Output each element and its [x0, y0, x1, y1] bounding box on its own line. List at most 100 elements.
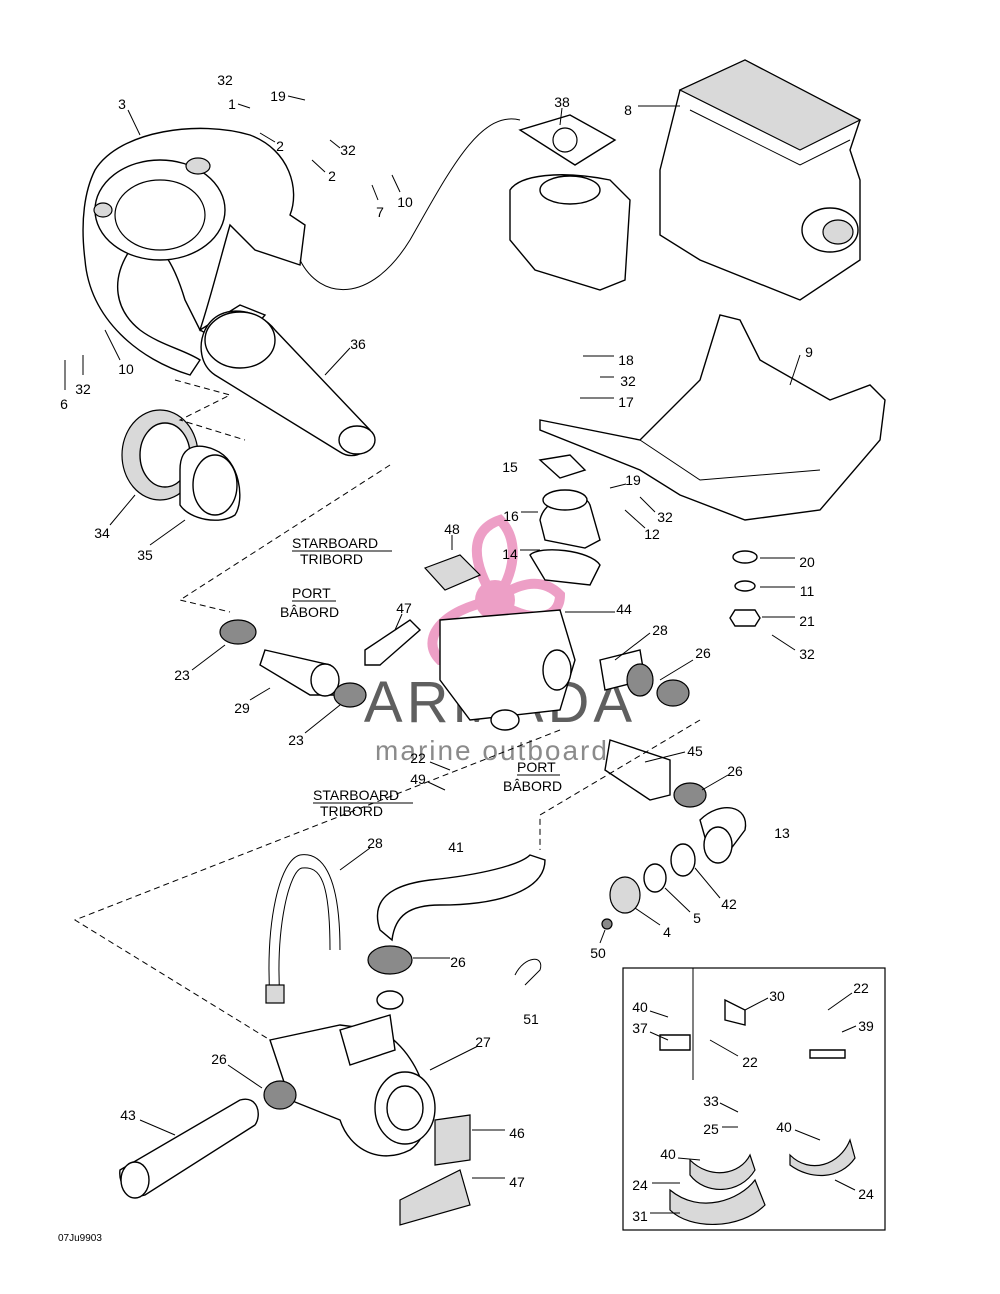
callout-7: 7 — [376, 204, 384, 220]
callout-28: 28 — [652, 622, 668, 638]
callout-18: 18 — [618, 352, 634, 368]
part-44-muffler — [439, 609, 576, 731]
callout-2: 2 — [328, 168, 336, 184]
callout-32: 32 — [340, 142, 356, 158]
label-tribord-1: TRIBORD — [300, 551, 363, 567]
callout-leader-50 — [599, 929, 606, 944]
callout-41: 41 — [448, 839, 464, 855]
callout-leader-37 — [649, 1031, 669, 1041]
part-36-exhaust-cone — [200, 310, 376, 457]
callout-leader-28 — [614, 632, 651, 661]
callout-leader-1 — [237, 103, 251, 109]
callout-leader-28 — [339, 847, 371, 871]
part-26-clamp-d — [367, 945, 413, 975]
callout-14: 14 — [502, 546, 518, 562]
callout-38: 38 — [554, 94, 570, 110]
watermark-tagline: marine outboards — [375, 735, 625, 766]
part-23-clamp-lower — [333, 682, 367, 708]
cylinder-block — [509, 174, 631, 291]
callout-11: 11 — [800, 583, 815, 599]
callout-leader-40 — [649, 1010, 669, 1018]
callout-19: 19 — [625, 472, 641, 488]
part-45-hose — [604, 739, 671, 801]
part-23-clamp-upper — [219, 619, 257, 645]
callout-15: 15 — [502, 459, 518, 475]
callout-46: 46 — [509, 1125, 525, 1141]
callout-47: 47 — [396, 600, 412, 616]
orientation-labels: STARBOARD TRIBORD PORT BÂBORD PORT BÂBOR… — [280, 535, 562, 819]
callout-20: 20 — [799, 554, 815, 570]
callout-leader-19 — [287, 95, 306, 101]
part-11-lockwasher — [734, 580, 756, 592]
callout-30: 30 — [769, 988, 785, 1004]
part-51-clip — [514, 958, 542, 986]
label-port-2: PORT — [517, 759, 556, 775]
callout-48: 48 — [444, 521, 460, 537]
callout-leader-39 — [841, 1025, 857, 1033]
callout-10: 10 — [118, 361, 134, 377]
part-21-nut — [729, 609, 761, 627]
callout-26: 26 — [727, 763, 743, 779]
callout-22: 22 — [410, 750, 426, 766]
callout-leader-27 — [429, 1045, 479, 1071]
callout-40: 40 — [776, 1119, 792, 1135]
callout-23: 23 — [288, 732, 304, 748]
callout-32: 32 — [657, 509, 673, 525]
callout-3: 3 — [118, 96, 126, 112]
callout-leader-32 — [639, 496, 656, 513]
callout-leader-12 — [624, 509, 646, 529]
diagram-code: 07Ju9903 — [58, 1233, 102, 1244]
callout-leader-29 — [249, 687, 271, 701]
callout-26: 26 — [450, 954, 466, 970]
part-26-clamp-c — [673, 782, 707, 808]
callout-leader-10 — [391, 174, 401, 193]
callout-leader-4 — [634, 907, 661, 926]
callout-leader-45 — [644, 751, 686, 763]
part-5-gasket — [643, 863, 667, 893]
callout-9: 9 — [805, 344, 813, 360]
callout-leader-33 — [719, 1102, 739, 1113]
part-29-hose — [259, 649, 340, 697]
callout-leader-7 — [371, 184, 379, 201]
callout-6: 6 — [60, 396, 68, 412]
part-48-pad — [423, 554, 482, 591]
callout-leader-49 — [427, 781, 446, 791]
callout-36: 36 — [350, 336, 366, 352]
part-50-screw — [601, 918, 613, 930]
part-47-bracket — [364, 619, 422, 666]
part-43-hose — [119, 1098, 259, 1199]
part-26-clamp-e — [263, 1080, 297, 1110]
callout-50: 50 — [590, 945, 606, 961]
callout-29: 29 — [234, 700, 250, 716]
callout-5: 5 — [693, 910, 701, 926]
part-27-resonator — [269, 990, 436, 1157]
part-9-engine-support-plate — [539, 314, 886, 521]
callout-leader-10 — [104, 329, 121, 361]
callout-leader-2 — [311, 159, 326, 173]
callout-40: 40 — [660, 1146, 676, 1162]
part-35-coupling-sleeve — [179, 445, 241, 521]
callout-19: 19 — [270, 88, 286, 104]
callout-leader-22 — [429, 761, 451, 771]
part-15-shim — [538, 454, 587, 479]
callout-leader-26 — [227, 1064, 263, 1089]
callout-42: 42 — [721, 896, 737, 912]
callout-27: 27 — [475, 1034, 491, 1050]
callout-44: 44 — [616, 601, 632, 617]
callout-33: 33 — [703, 1093, 719, 1109]
callout-23: 23 — [174, 667, 190, 683]
label-starboard-1: STARBOARD — [292, 535, 378, 551]
callout-leader-38 — [559, 107, 563, 126]
callout-35: 35 — [137, 547, 153, 563]
callout-13: 13 — [774, 825, 790, 841]
part-41-hose — [376, 854, 546, 942]
callout-45: 45 — [687, 743, 703, 759]
callout-leader-36 — [324, 347, 351, 376]
part-26-clamp-b — [656, 679, 690, 707]
callout-1: 1 — [228, 96, 236, 112]
inset-box-brackets — [622, 967, 886, 1231]
callout-32: 32 — [799, 646, 815, 662]
callout-leader-32 — [771, 634, 796, 651]
callout-24: 24 — [632, 1177, 648, 1193]
